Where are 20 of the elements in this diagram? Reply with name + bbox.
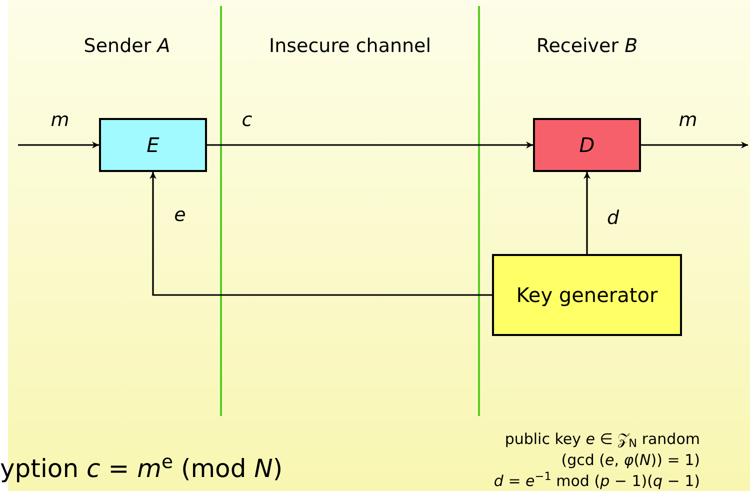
key-generator-box: Key generator [492,254,682,336]
edge-label: m [50,108,70,133]
arrow [150,172,492,296]
column-heading: Insecure channel [268,34,432,59]
formula-text: yption c = m$^{e}$ (mod N) [0,450,283,485]
edge-label: c [242,108,252,133]
decrypt-box: D [533,118,641,172]
note-text: public key e ∈ 𝒵$_{N}$ random [504,429,700,450]
edge-label: e [174,203,186,228]
edge-label: d [606,206,620,231]
note-text: (gcd (e, φ(N)) = 1) [561,450,700,471]
arrow [18,142,99,148]
edge-label: m [678,108,698,133]
encrypt-box: E [99,118,207,172]
column-heading: Sender A [84,34,170,59]
arrow [584,172,590,254]
arrow [207,142,533,148]
column-heading: Receiver B [536,34,638,59]
arrow [641,142,748,148]
note-text: d = e$^{−1}$ mod (p − 1)(q − 1) [494,470,700,491]
